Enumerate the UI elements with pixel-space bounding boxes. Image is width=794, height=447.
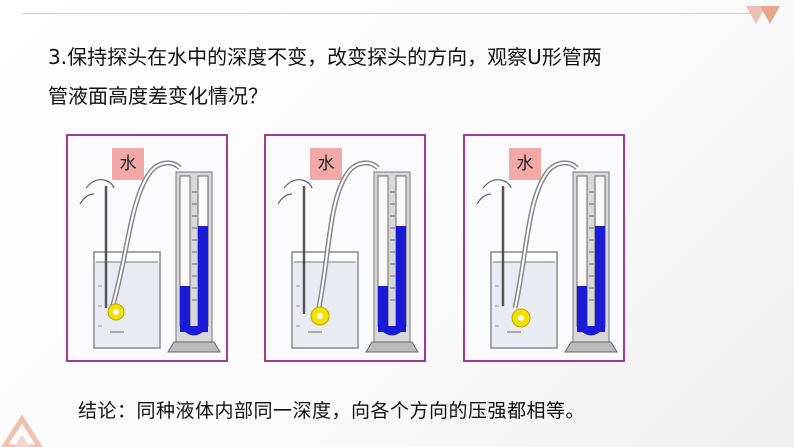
experiment-panel-3: 水 [463, 134, 625, 362]
water-label: 水 [112, 148, 144, 180]
experiment-panel-1: 水 [66, 134, 228, 362]
question-line-2: 管液面高度差变化情况？ [48, 84, 268, 108]
water-label: 水 [310, 148, 342, 180]
probe-icon [107, 303, 125, 321]
experiment-panel-2: 水 [264, 134, 426, 362]
question-text: 3.保持探头在水中的深度不变，改变探头的方向，观察U形管两 管液面高度差变化情况… [48, 38, 688, 116]
corner-decoration-top-right [746, 6, 780, 24]
conclusion-text: 结论：同种液体内部同一深度，向各个方向的压强都相等。 [78, 400, 586, 422]
pressure-gauge-apparatus [277, 160, 419, 353]
question-line-1: 3.保持探头在水中的深度不变，改变探头的方向，观察U形管两 [48, 45, 602, 69]
corner-decoration-bottom-left [1, 414, 43, 447]
pressure-gauge-apparatus [476, 160, 618, 353]
water-label: 水 [509, 148, 541, 180]
probe-icon [310, 306, 330, 326]
pressure-gauge-apparatus [79, 160, 221, 353]
probe-icon [511, 308, 531, 328]
header-divider [22, 13, 757, 14]
